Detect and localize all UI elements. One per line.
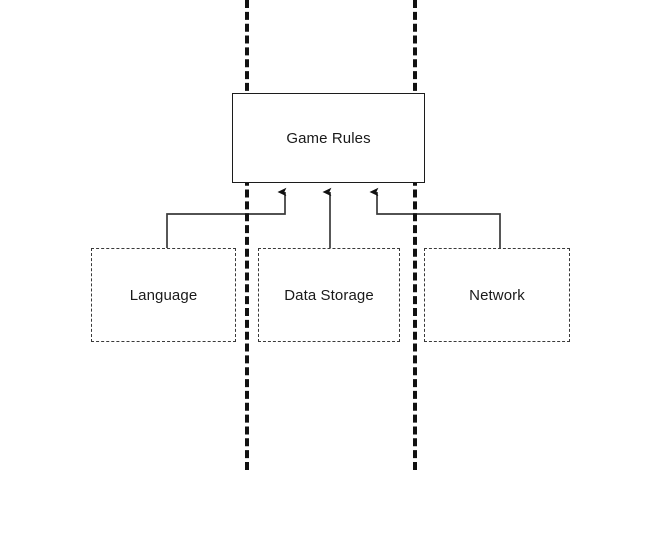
node-language[interactable] [91,248,236,342]
node-network[interactable] [424,248,570,342]
connector-language-to-game-rules [166,187,287,248]
connector-network-to-game-rules [369,187,501,248]
node-game-rules[interactable] [232,93,425,183]
node-data-storage[interactable] [258,248,400,342]
lane-divider-right [413,0,417,470]
lane-divider-left [245,0,249,470]
